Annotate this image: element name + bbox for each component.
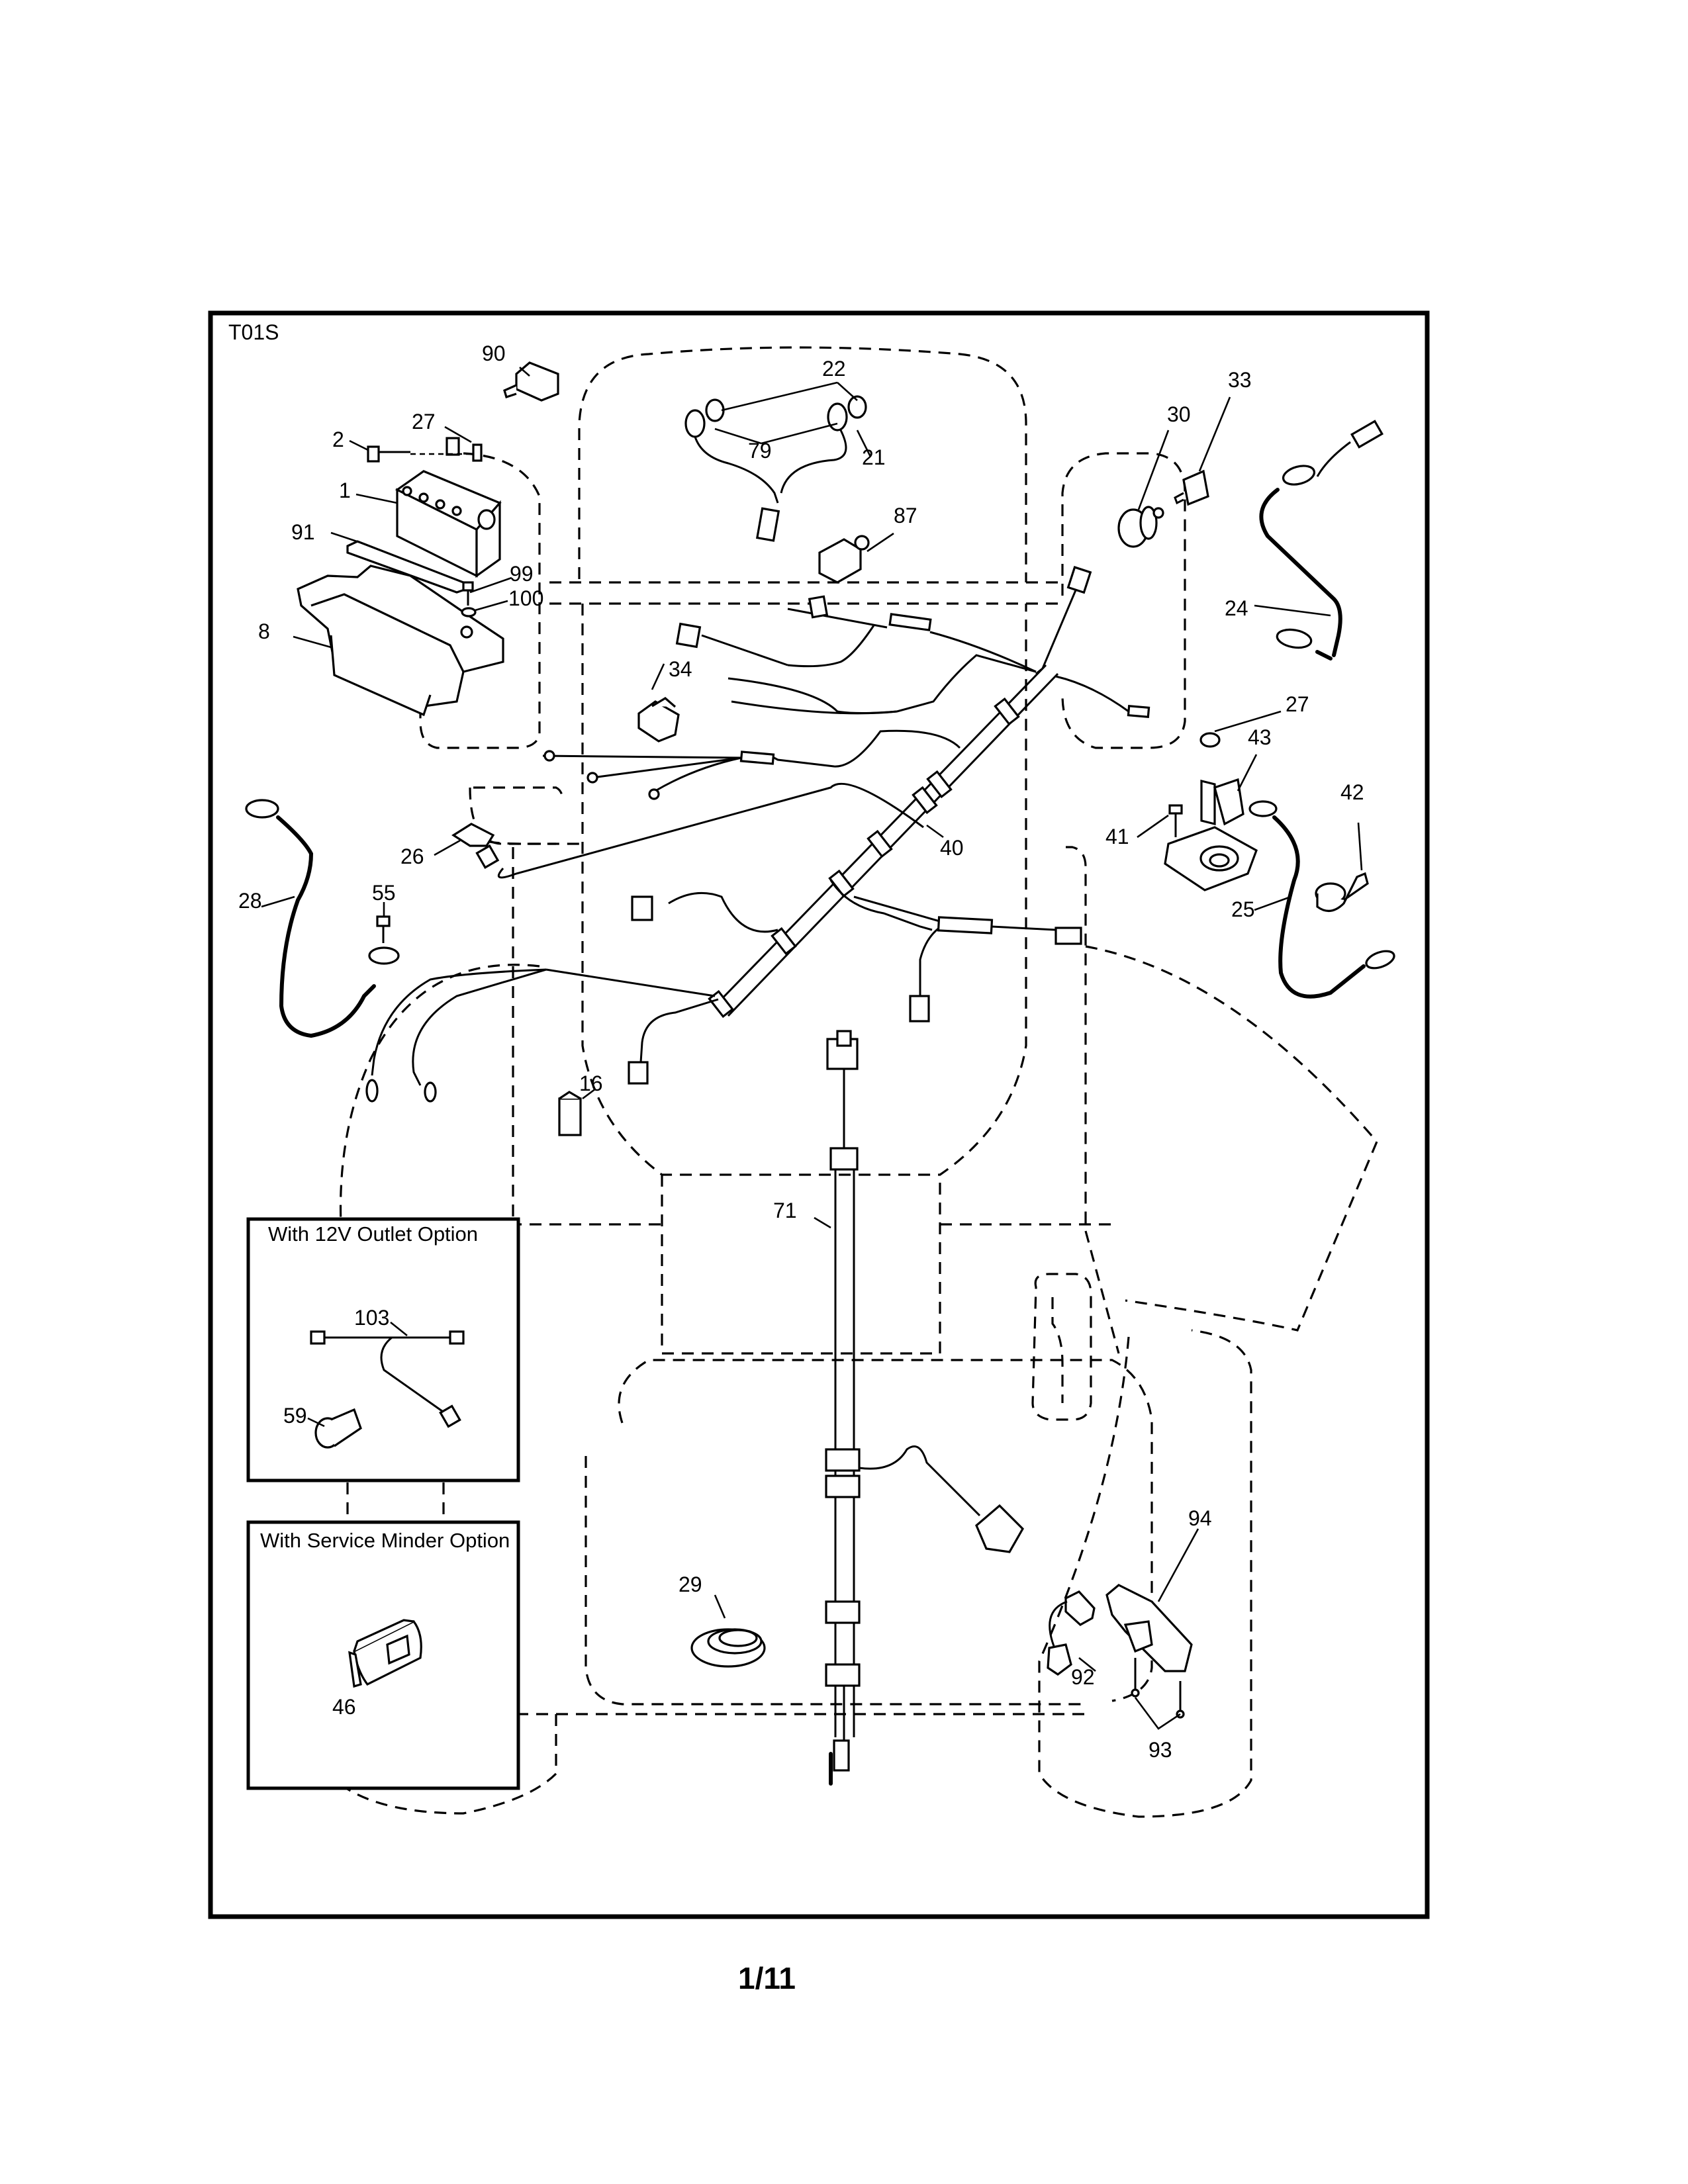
callout-94: 94 [1188,1506,1212,1530]
ground-cable [1259,420,1384,660]
seat-switch-connector [1047,1590,1096,1676]
callout-71: 71 [773,1199,797,1222]
solenoid-bolt [1168,804,1183,837]
callout-91: 91 [291,520,315,544]
fuse [451,823,495,847]
ground-bolt [376,915,391,943]
callout-1: 1 [339,478,351,502]
callout-21: 21 [862,445,886,469]
callout-8: 8 [258,619,270,643]
diagram-frame [208,310,1430,1919]
callout-100: 100 [508,586,543,610]
main-harness [365,566,1150,1103]
inset-12v-outlet: With 12V Outlet Option 103 59 [246,1217,520,1482]
callout-30: 30 [1167,402,1191,426]
callout-59: 59 [283,1404,307,1428]
solenoid [1164,732,1258,891]
ground-strap [245,799,400,1038]
inset-service-minder-title: With Service Minder Option [260,1529,510,1552]
inset-service-minder: With Service Minder Option 46 [246,1520,520,1790]
seat-switch [1105,1584,1193,1672]
callout-79: 79 [748,439,772,463]
callout-2: 2 [332,428,344,451]
battery-bolt [367,443,483,463]
callout-99: 99 [510,562,534,586]
callout-25: 25 [1231,897,1255,921]
page-number: 1/11 [738,1961,796,1995]
callout-16: 16 [579,1071,603,1095]
switch [637,697,680,743]
rear-harness [825,1030,1024,1786]
callout-27-solenoid: 27 [1286,692,1309,716]
callout-labels: 90 2 27 1 91 99 100 8 22 79 21 87 30 33 … [238,341,1364,1762]
callout-33: 33 [1228,368,1252,392]
battery [395,437,502,578]
callout-28: 28 [238,889,262,913]
callout-55: 55 [372,881,396,905]
terminal-cover [503,361,559,402]
callout-34: 34 [669,657,692,681]
callout-46: 46 [332,1695,356,1719]
ignition-switch [1117,506,1164,548]
callout-90: 90 [482,341,506,365]
tray-bolt [461,581,477,617]
callout-26: 26 [400,844,424,868]
callout-29: 29 [679,1572,702,1596]
callout-41: 41 [1105,825,1129,848]
callout-27-battery: 27 [412,410,436,433]
callout-43: 43 [1248,725,1272,749]
callout-87: 87 [894,504,917,527]
callout-40: 40 [940,836,964,860]
ignition-key [1174,469,1209,506]
callout-103: 103 [354,1306,389,1330]
terminal-boot [1315,872,1369,912]
safety-switch [558,1091,582,1136]
callout-42: 42 [1340,780,1364,804]
figure-id: T01S [228,320,279,344]
relay [818,535,870,584]
callout-93: 93 [1149,1738,1172,1762]
inset-12v-title: With 12V Outlet Option [268,1222,478,1246]
callout-24: 24 [1225,596,1248,620]
callout-22: 22 [822,357,846,381]
battery-tray [297,565,504,717]
callout-92: 92 [1071,1665,1095,1689]
solenoid-cable [1248,800,1395,999]
headlight-harness [684,395,867,542]
seat-switch-screws [1131,1658,1185,1719]
hour-meter [690,1628,766,1668]
